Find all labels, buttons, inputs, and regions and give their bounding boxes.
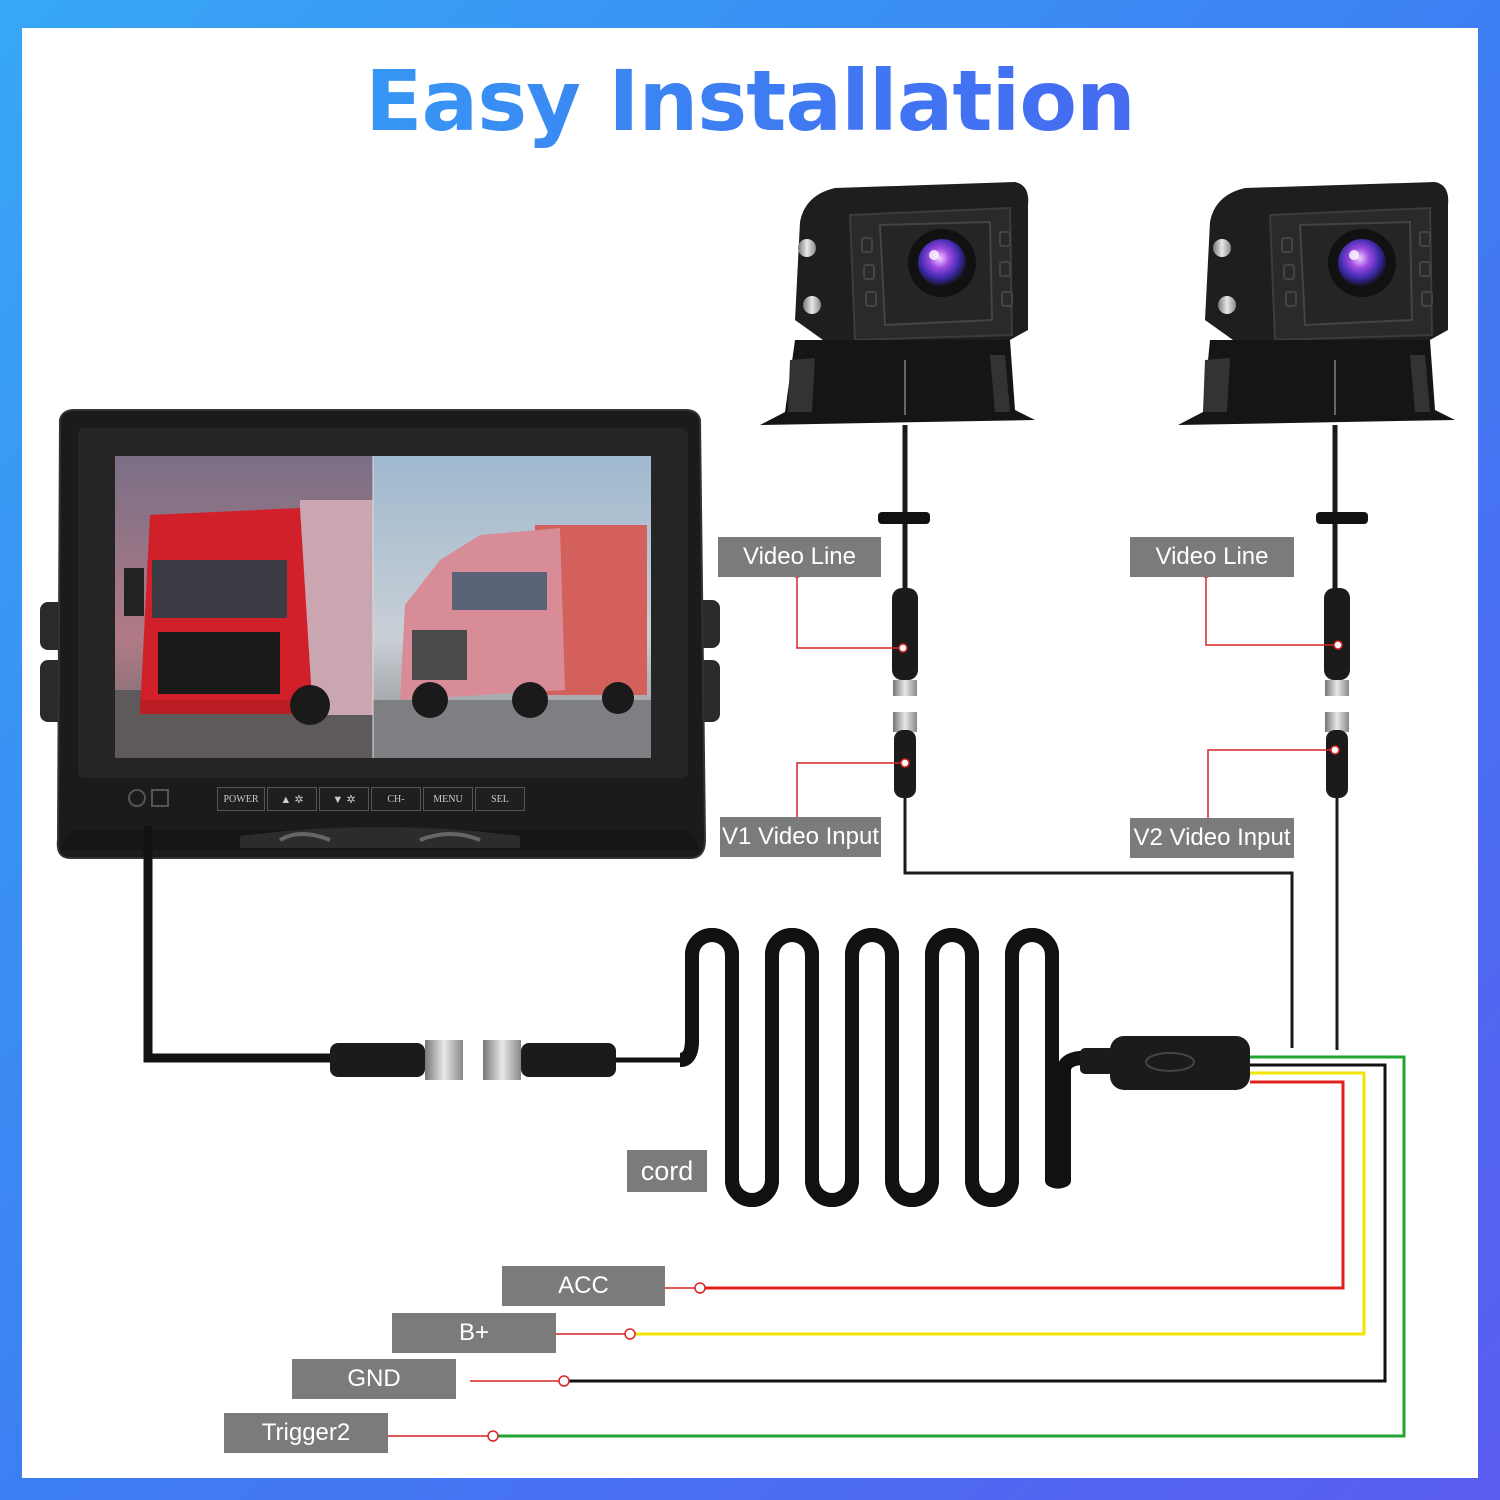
- camera-1-cable: [878, 425, 1294, 1048]
- annotation-leaders: [388, 566, 1343, 1442]
- monitor: [40, 409, 720, 859]
- camera-2-cable: [1316, 425, 1368, 1050]
- video-line-1-label: Video Line: [718, 537, 881, 577]
- b-plus-label: B+: [392, 1313, 556, 1353]
- pink-truck-image: [373, 456, 651, 758]
- monitor-button-row: POWER ▲ ✲ ▼ ✲ CH- MENU SEL: [217, 787, 525, 811]
- b-plus-wire: [630, 1071, 1366, 1336]
- acc-wire: [700, 1080, 1345, 1290]
- red-truck-image: [115, 456, 373, 758]
- gnd-label: GND: [292, 1359, 456, 1399]
- brightness-up-button[interactable]: ▲ ✲: [267, 787, 317, 811]
- menu-button[interactable]: MENU: [423, 787, 473, 811]
- brightness-down-button[interactable]: ▼ ✲: [319, 787, 369, 811]
- cord-label: cord: [627, 1150, 707, 1192]
- video-line-2-label: Video Line: [1130, 537, 1294, 577]
- power-wires: [493, 1055, 1406, 1438]
- select-button[interactable]: SEL: [475, 787, 525, 811]
- trigger2-label: Trigger2: [224, 1413, 388, 1453]
- v2-video-input-label: V2 Video Input: [1130, 818, 1294, 858]
- speaker-icon: [151, 789, 169, 807]
- trigger2-wire: [493, 1055, 1406, 1438]
- power-button[interactable]: POWER: [217, 787, 265, 811]
- v1-video-input-label: V1 Video Input: [720, 817, 881, 857]
- gnd-wire: [564, 1063, 1387, 1383]
- acc-label: ACC: [502, 1266, 665, 1306]
- monitor-cord: [143, 826, 1250, 1200]
- page-title: Easy Installation: [0, 52, 1500, 150]
- channel-button[interactable]: CH-: [371, 787, 421, 811]
- camera-1: [760, 182, 1035, 425]
- ir-sensor-icon: [128, 789, 146, 807]
- camera-2: [1178, 182, 1455, 425]
